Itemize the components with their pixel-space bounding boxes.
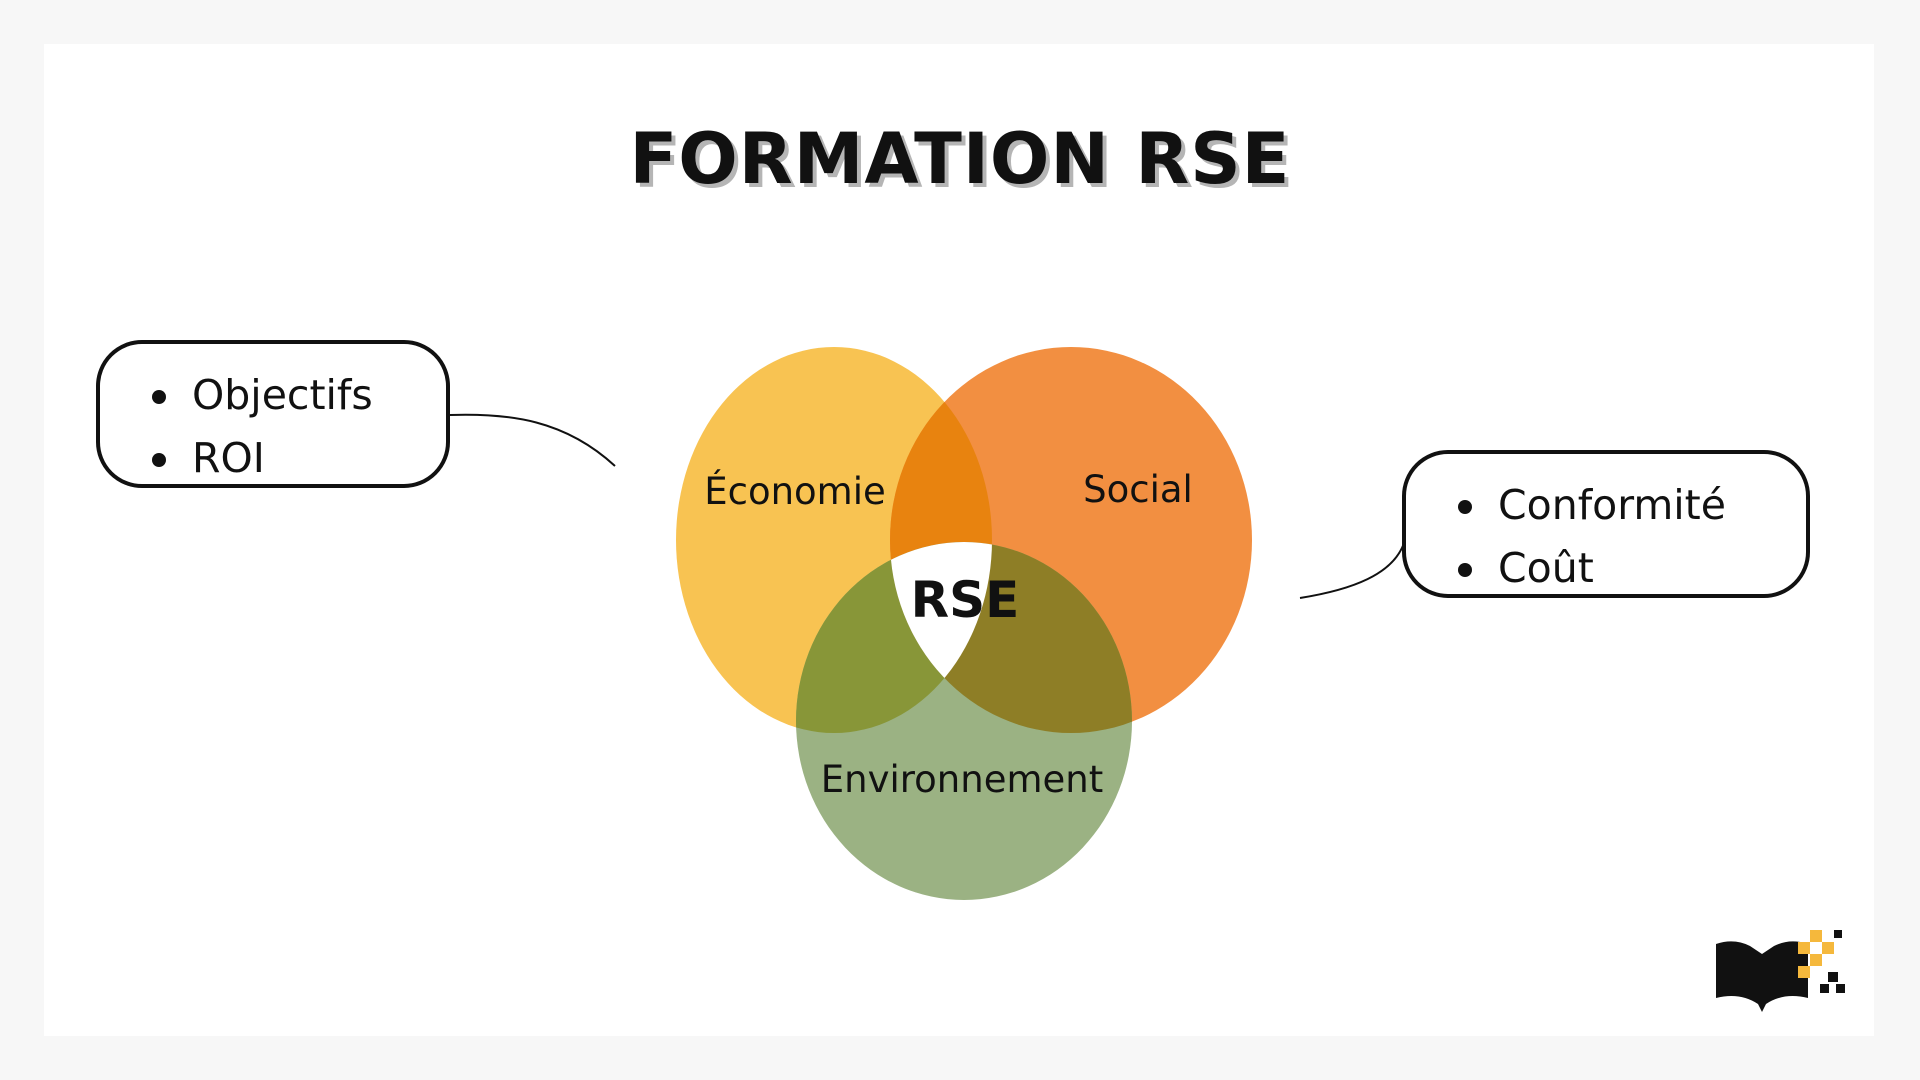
venn-label-social: Social — [1083, 468, 1193, 511]
callout-left-list: Objectifs ROI — [148, 364, 446, 490]
callout-right: Conformité Coût — [1402, 450, 1810, 598]
callout-right-item: Conformité — [1454, 474, 1806, 537]
callout-left: Objectifs ROI — [96, 340, 450, 488]
venn-label-economie: Économie — [704, 469, 886, 513]
book-logo-icon — [1716, 930, 1845, 1012]
callout-left-item: ROI — [148, 427, 446, 490]
right-connector-line — [1299, 539, 1406, 599]
page-title: FORMATION RSE — [629, 118, 1291, 200]
left-connector-line — [449, 413, 616, 467]
venn-label-environnement: Environnement — [821, 758, 1103, 801]
venn-label-rse: RSE — [911, 571, 1020, 629]
callout-left-item: Objectifs — [148, 364, 446, 427]
callout-right-list: Conformité Coût — [1454, 474, 1806, 600]
callout-right-item: Coût — [1454, 537, 1806, 600]
